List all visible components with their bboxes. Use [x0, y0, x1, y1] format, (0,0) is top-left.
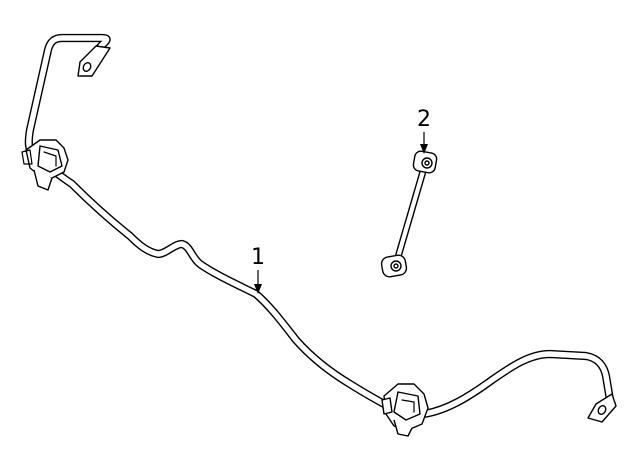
bar-end-tab-left — [77, 45, 111, 77]
callout-2-arrowhead — [420, 144, 428, 154]
link-lower-joint — [380, 254, 408, 278]
link-upper-joint — [412, 150, 438, 174]
callout-2-label: 2 — [417, 107, 431, 132]
bushing-bracket-left — [21, 139, 69, 191]
bushing-bracket-right — [381, 383, 429, 437]
stabilizer-link — [380, 150, 438, 278]
stabilizer-bar-body — [26, 35, 613, 417]
callout-1-arrowhead — [254, 284, 262, 294]
callout-1: 1 — [251, 245, 265, 294]
callout-1-label: 1 — [251, 245, 265, 270]
bar-end-tab-right — [587, 393, 617, 423]
stabilizer-link-rod — [393, 165, 427, 267]
stabilizer-bar — [21, 33, 617, 437]
callout-2: 2 — [417, 107, 431, 154]
